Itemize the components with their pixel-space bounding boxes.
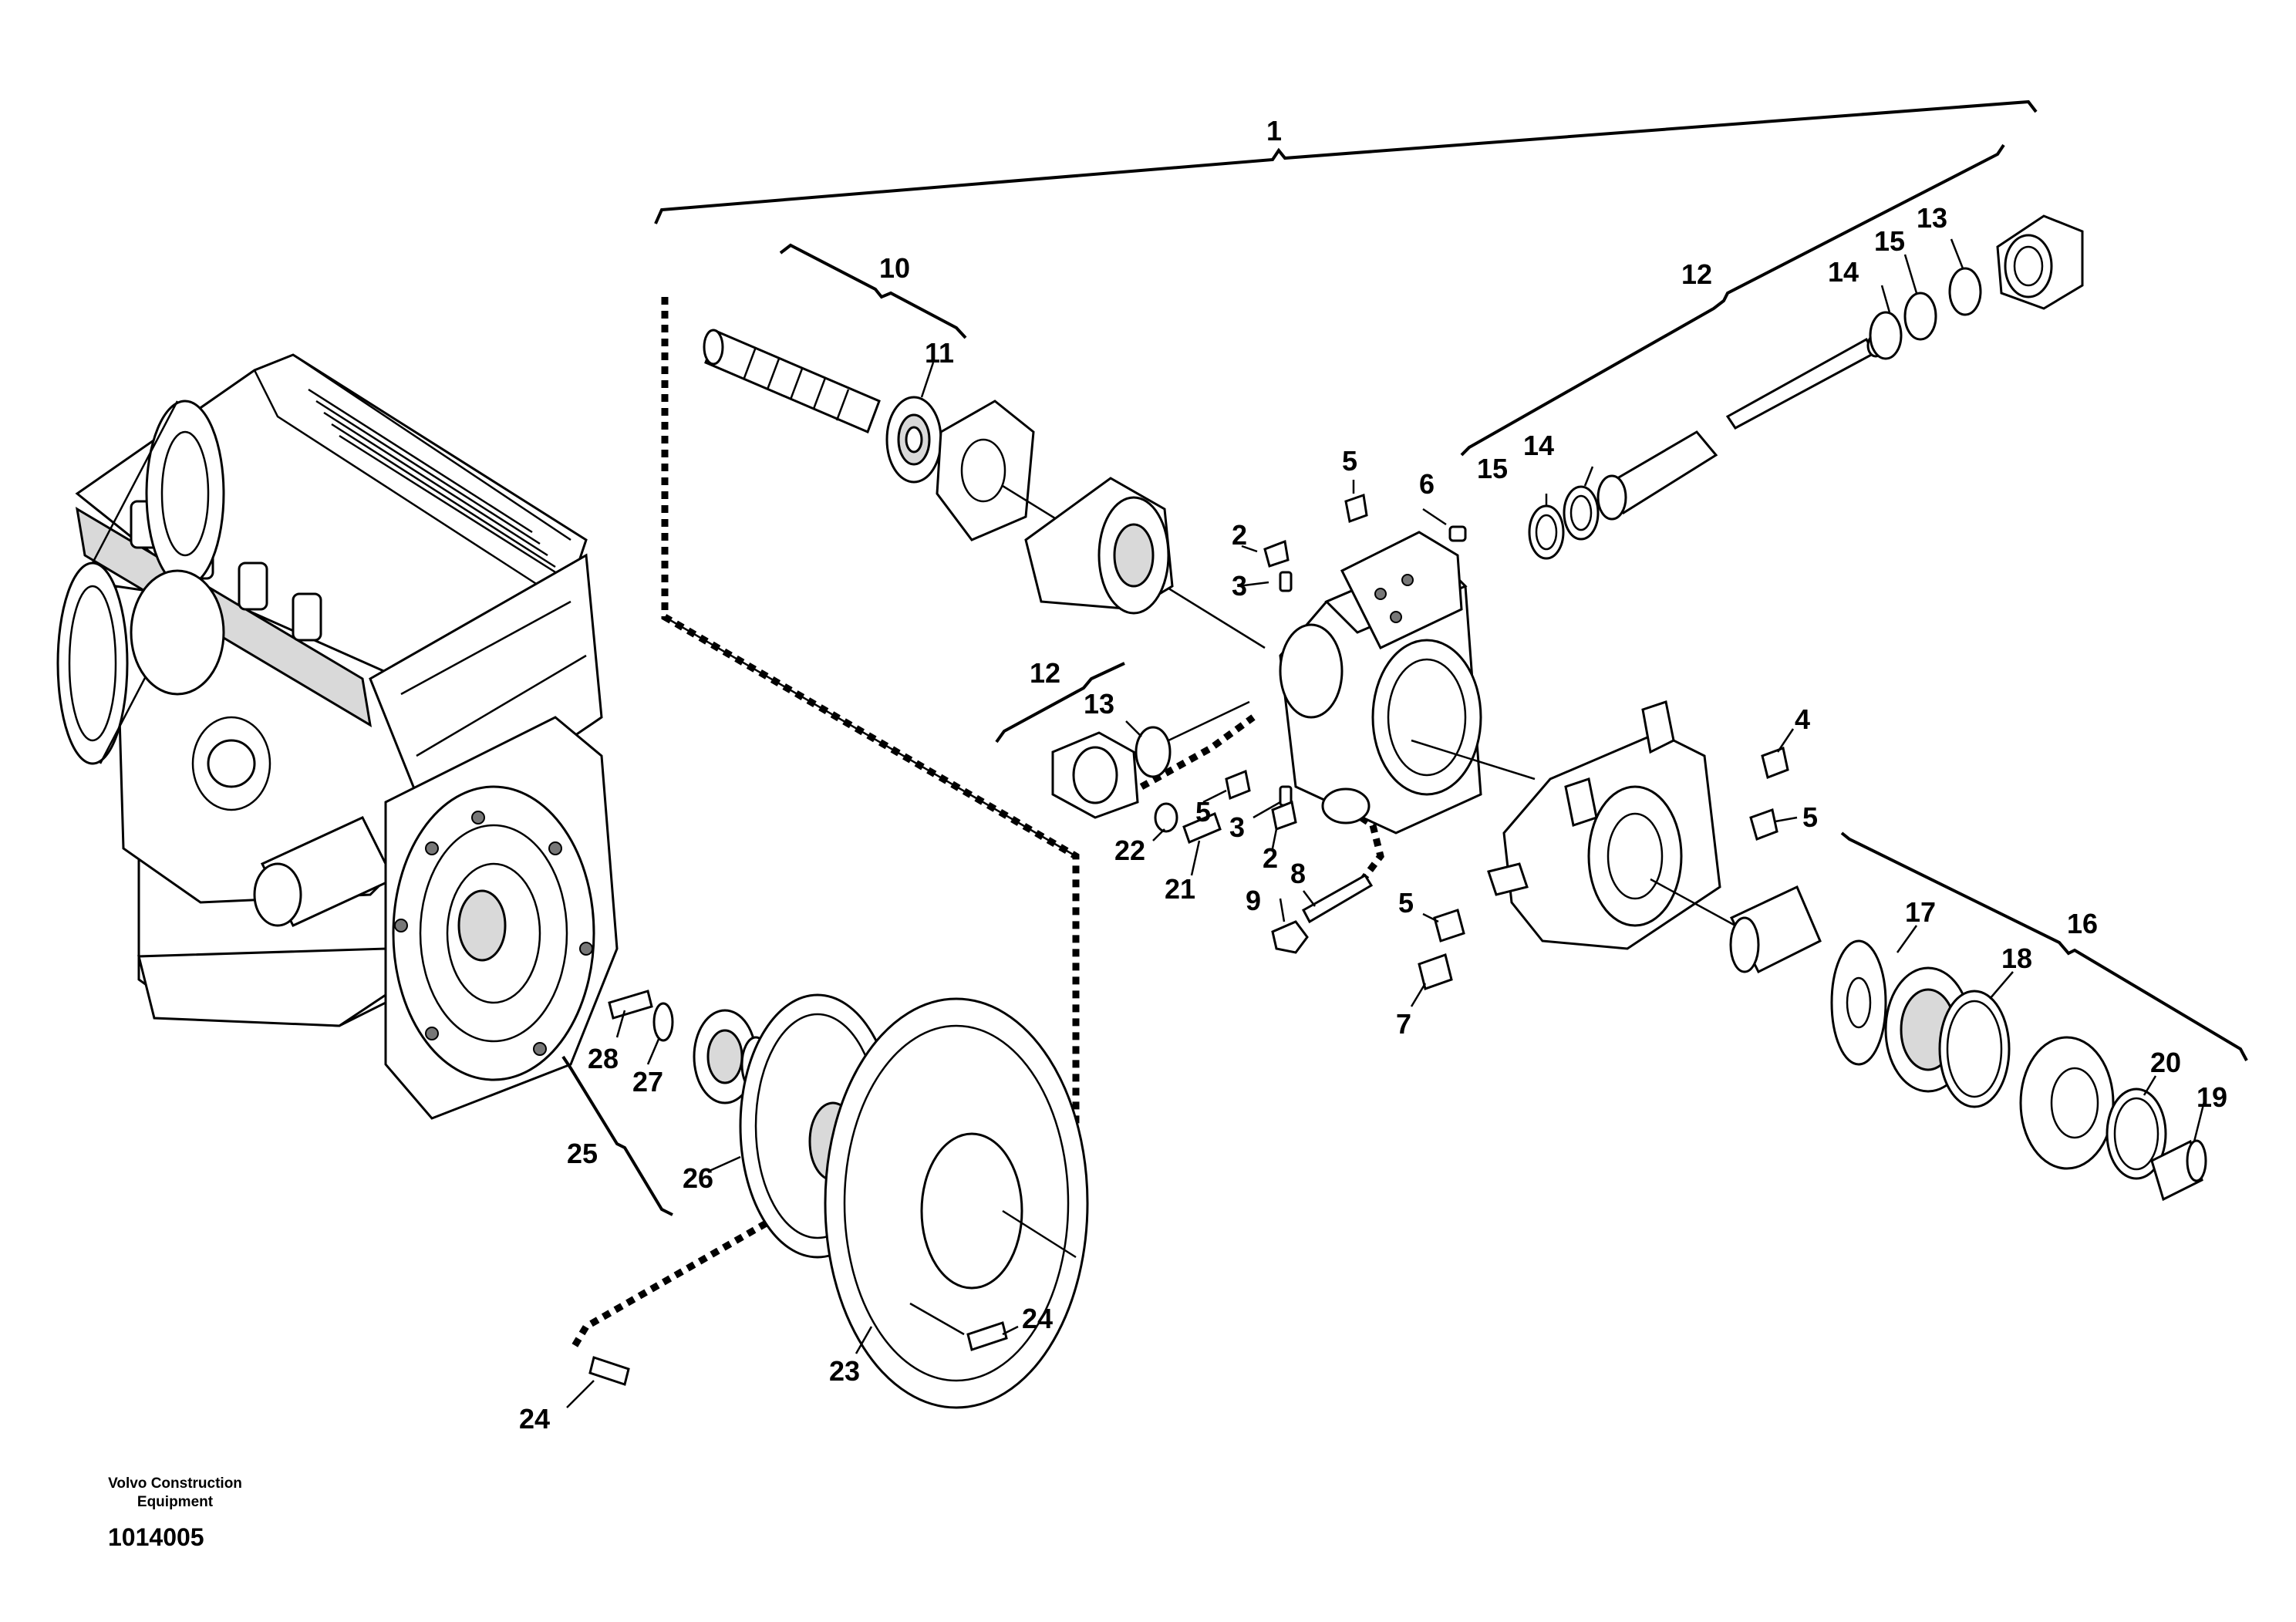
pin-3a [1279, 571, 1293, 592]
callout-9: 9 [1246, 885, 1261, 916]
ring-13a [1948, 267, 1982, 316]
assembly-brace-1 [654, 99, 2038, 224]
callout-3-top: 3 [1232, 570, 1247, 602]
end-cover-16 [2019, 1036, 2115, 1170]
callout-2-bottom: 2 [1263, 842, 1278, 874]
end-cap-top [1996, 214, 2084, 310]
coupling-sleeve [1729, 885, 1822, 974]
plug-4 [1761, 746, 1789, 780]
bushing-19 [2150, 1139, 2207, 1202]
flange-17 [1830, 939, 1887, 1066]
callout-6: 6 [1419, 468, 1435, 500]
plug-7 [1418, 953, 1453, 990]
callout-7: 7 [1396, 1008, 1411, 1040]
callout-21: 21 [1165, 873, 1195, 905]
callout-13-left: 13 [1084, 688, 1114, 720]
callout-27: 27 [632, 1066, 663, 1098]
flywheel-housing [384, 716, 619, 1120]
callout-28: 28 [588, 1043, 619, 1074]
plug-6 [1448, 525, 1467, 542]
washer-22 [1154, 802, 1178, 833]
control-block-top [1340, 531, 1463, 649]
flex-plate-23 [824, 997, 1089, 1409]
assembly-brace-25 [561, 1055, 673, 1216]
callout-15-mid: 15 [1477, 453, 1508, 484]
bolt-28 [608, 990, 653, 1020]
bolt-24b [588, 1356, 630, 1386]
bearing-11 [885, 396, 942, 484]
callout-13-top: 13 [1917, 202, 1947, 234]
callout-16: 16 [2067, 908, 2098, 939]
second-pump-housing [1487, 700, 1736, 950]
callout-24-left: 24 [519, 1403, 550, 1435]
callout-17: 17 [1905, 896, 1936, 928]
plug-2b [1271, 800, 1297, 831]
drive-shaft [703, 329, 881, 433]
callout-23: 23 [829, 1355, 860, 1387]
callout-5-top: 5 [1342, 445, 1357, 477]
callout-labels: 1 10 11 12 13 15 14 5 6 15 14 2 3 12 13 … [519, 115, 2227, 1435]
callout-26: 26 [683, 1162, 713, 1194]
bolt-21 [1182, 811, 1222, 845]
callout-3-bottom: 3 [1229, 811, 1245, 843]
callout-11: 11 [925, 337, 954, 369]
callout-1: 1 [1266, 115, 1282, 147]
callout-24-right: 24 [1022, 1303, 1053, 1334]
nut-9 [1271, 920, 1309, 954]
callout-20: 20 [2150, 1047, 2181, 1078]
callout-10: 10 [879, 252, 910, 284]
bolt-24a [966, 1321, 1008, 1351]
callout-22: 22 [1114, 835, 1145, 866]
seal-20 [2106, 1088, 2167, 1180]
callout-25: 25 [567, 1138, 598, 1169]
ring-15a [1528, 504, 1565, 560]
callout-14-top: 14 [1828, 256, 1859, 288]
callout-14-mid: 14 [1523, 430, 1554, 461]
publisher-name-line1: Volvo Construction [108, 1475, 242, 1492]
plug-5d [1749, 808, 1778, 841]
stud-8 [1301, 873, 1374, 924]
ring-14b [1869, 311, 1903, 360]
callout-5-right: 5 [1802, 801, 1818, 833]
ring-14a [1563, 485, 1600, 541]
callout-12-top: 12 [1681, 258, 1712, 290]
callout-18: 18 [2001, 943, 2032, 974]
ring-15b [1903, 292, 1937, 341]
plug-5c [1433, 909, 1465, 943]
callout-4: 4 [1795, 703, 1810, 735]
callout-2-top: 2 [1232, 519, 1247, 551]
figure-number: 1014005 [108, 1523, 204, 1551]
callout-5-lower: 5 [1398, 887, 1414, 919]
engine-block [56, 353, 603, 1027]
publisher-block: Volvo Construction Equipment [86, 1475, 264, 1512]
seal-18 [1938, 990, 2011, 1108]
assembly-brace-12-left [995, 662, 1125, 744]
cylinder-barrel [1024, 477, 1174, 615]
plug-5b [1225, 769, 1251, 801]
callout-8: 8 [1290, 858, 1306, 889]
end-cap-left [1051, 700, 1250, 819]
callout-12-left: 12 [1030, 657, 1060, 689]
assembly-brace-12-top [1460, 143, 2005, 457]
valve-spool [1596, 333, 1885, 521]
publisher-name-line2: Equipment [137, 1493, 214, 1510]
plug-2a [1263, 539, 1290, 568]
callout-leaders [566, 238, 2207, 1408]
callout-19: 19 [2197, 1081, 2227, 1113]
snap-ring-27 [652, 1002, 674, 1042]
assembly-brace-16 [1840, 831, 2248, 1061]
callout-15-top: 15 [1874, 225, 1905, 257]
callout-5-left: 5 [1195, 796, 1211, 828]
plug-5a [1344, 493, 1368, 524]
assembly-brace-10 [779, 243, 967, 339]
